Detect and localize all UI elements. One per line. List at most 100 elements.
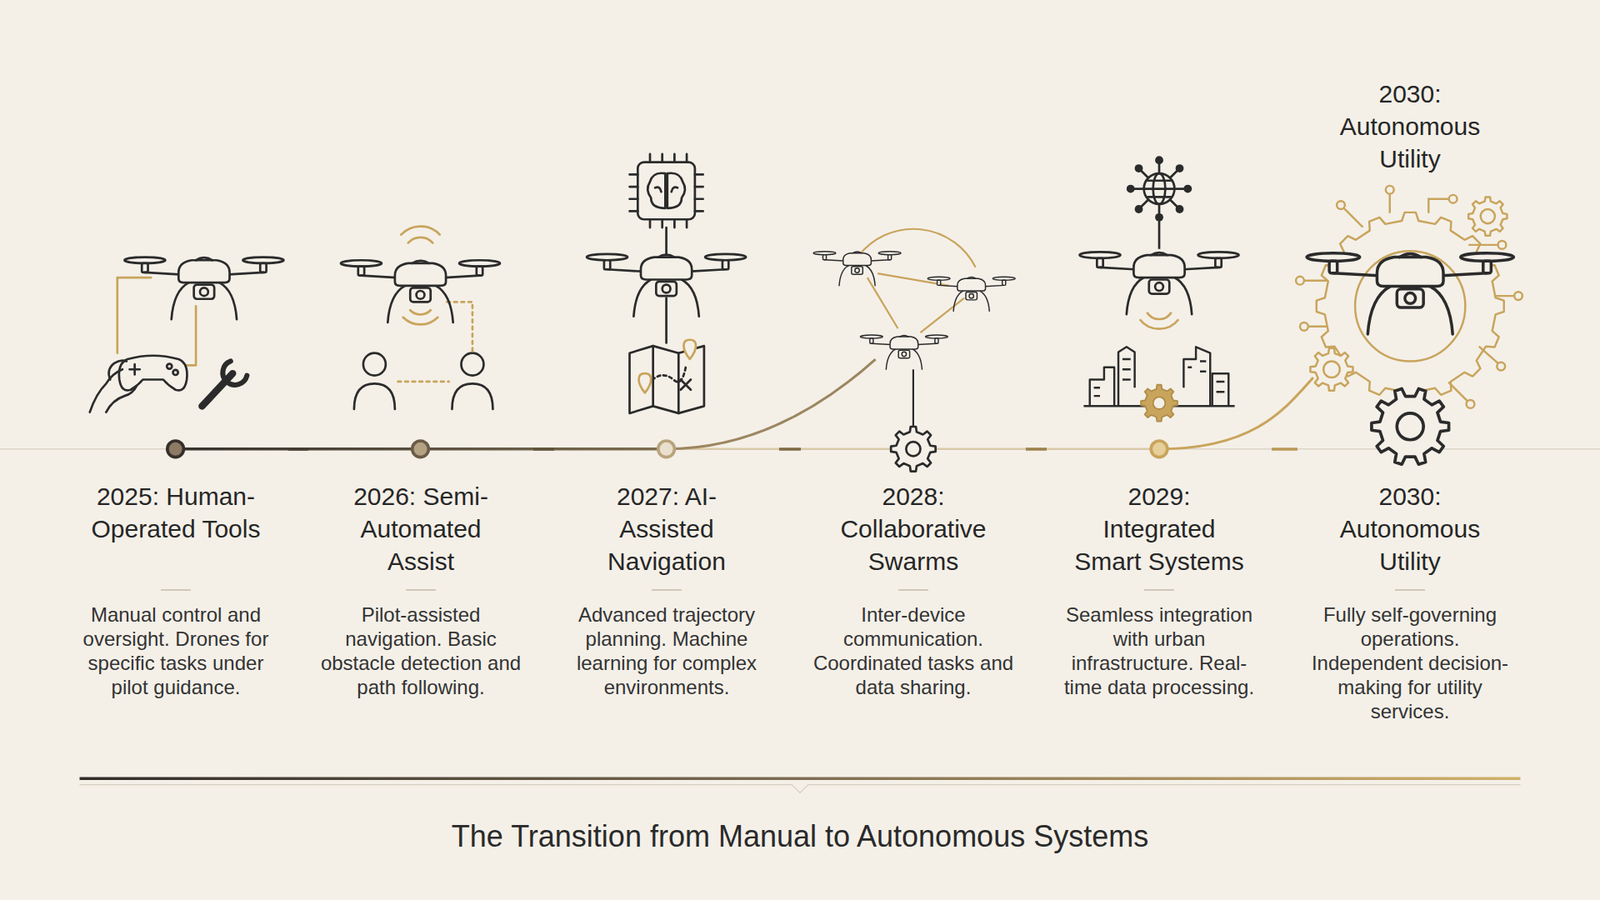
gear-icon (1468, 196, 1507, 235)
controller-icon (117, 277, 151, 354)
bottom-rule (80, 776, 1521, 780)
controller-icon (90, 277, 196, 413)
timeline-connector (533, 447, 555, 451)
city-skyline-icon (1118, 346, 1135, 406)
gear-icon (890, 426, 936, 472)
gear-icon (1468, 196, 1507, 235)
stage-heading: 2029: Integrated Smart Systems (1070, 480, 1250, 578)
stage-description: Pilot-assisted navigation. Basic obstacl… (316, 602, 525, 700)
person-icon (363, 353, 386, 376)
controller-icon (119, 355, 188, 391)
stage-heading: 2028: Collaborative Swarms (824, 480, 1004, 578)
gear-icon (1371, 388, 1450, 465)
bottom-rule (80, 778, 1521, 793)
stage-label: 2030: Autonomous Utility (1318, 77, 1502, 175)
circuit-halo (1514, 291, 1523, 300)
person-icon (354, 383, 395, 410)
gear-icon (1153, 396, 1166, 410)
stage-heading: 2025: Human-Operated Tools (86, 480, 266, 578)
gear-icon (1371, 388, 1450, 465)
controller-icon (130, 364, 140, 375)
bottom-rule (80, 785, 1521, 794)
drone-icon (340, 260, 500, 323)
stage-block: 2027: AI-Assisted NavigationAdvanced tra… (554, 443, 780, 700)
circuit-halo (1385, 185, 1395, 195)
gear-icon (1480, 209, 1495, 224)
circuit-halo (1295, 185, 1523, 409)
wrench-icon (222, 360, 247, 385)
globe-network-icon (1158, 217, 1161, 250)
timeline (0, 448, 1600, 450)
stage-description: Seamless integration with urban infrastr… (1055, 602, 1264, 700)
swarm-links (912, 369, 915, 427)
map-icon (680, 380, 691, 390)
swarm-links (859, 229, 976, 268)
map-icon (630, 340, 705, 414)
globe-network-icon (1140, 312, 1180, 330)
drone-icon (927, 276, 1015, 311)
drone-icon (860, 335, 948, 370)
globe-network-icon (1144, 180, 1175, 198)
circuit-halo (1304, 194, 1515, 402)
globe-network-icon (1183, 185, 1192, 194)
ai-chip-icon (647, 173, 685, 209)
wrench-icon (201, 373, 233, 406)
timeline-dot (167, 440, 185, 458)
drone-icon (586, 254, 746, 317)
circuit-halo (1496, 362, 1505, 371)
timeline (1159, 377, 1314, 450)
ai-chip-icon (637, 162, 695, 220)
globe-network-icon (1126, 155, 1192, 329)
stage-block: 2030: Autonomous UtilityFully self-gover… (1297, 443, 1523, 724)
gear-icon (1310, 348, 1353, 391)
map-icon (683, 340, 696, 360)
gear-icon (1323, 360, 1340, 378)
stage-heading: 2027: AI-Assisted Navigation (577, 480, 757, 578)
stage-description: Advanced trajectory planning. Machine le… (562, 602, 771, 700)
stage-block: 2025: Human-Operated ToolsManual control… (63, 443, 289, 700)
gear-icon (890, 426, 936, 472)
circuit-halo (1295, 276, 1305, 285)
gear-icon (890, 196, 1507, 471)
divider-rule (160, 589, 191, 591)
controller-icon (183, 305, 196, 365)
drone-icon (1080, 251, 1240, 315)
swarm-links (867, 273, 965, 333)
divider-rule (898, 589, 929, 591)
divider-rule (1144, 589, 1175, 591)
controller-icon (166, 364, 172, 370)
globe-network-icon (1175, 205, 1185, 214)
stage-description: Inter-device communication. Coordinated … (809, 602, 1018, 700)
person-icon (354, 226, 494, 410)
city-skyline-icon (1090, 367, 1115, 407)
timeline-dot (658, 440, 675, 458)
gear-icon (905, 441, 920, 456)
gear-icon (1140, 385, 1178, 422)
stage-block: 2026: Semi-Automated AssistPilot-assiste… (308, 443, 534, 700)
circuit-halo (1295, 185, 1523, 409)
controller-icon (90, 369, 123, 412)
circuit-halo (1449, 195, 1458, 204)
city-skyline-icon (1183, 346, 1210, 406)
timeline-connector (1025, 447, 1047, 451)
timeline-connector (779, 447, 801, 451)
globe-network-icon (1135, 164, 1144, 173)
timeline-dot (167, 440, 1168, 458)
ai-chip-icon (630, 154, 704, 228)
person-icon (398, 301, 473, 382)
timeline-connector (1271, 447, 1298, 451)
drone-icon (813, 251, 901, 286)
controller-icon (105, 385, 137, 413)
gear-icon (1310, 348, 1353, 391)
map-icon (639, 373, 652, 393)
timeline-connector (288, 447, 309, 451)
circuit-halo (1336, 200, 1345, 210)
globe-network-icon (1126, 155, 1192, 221)
timeline-dot (412, 440, 430, 458)
swarm-links (859, 229, 976, 427)
stage-block: 2029: Integrated Smart SystemsSeamless i… (1046, 443, 1272, 700)
person-icon (451, 383, 493, 410)
circuit-halo (1498, 240, 1507, 250)
drone-icon (1306, 253, 1514, 335)
